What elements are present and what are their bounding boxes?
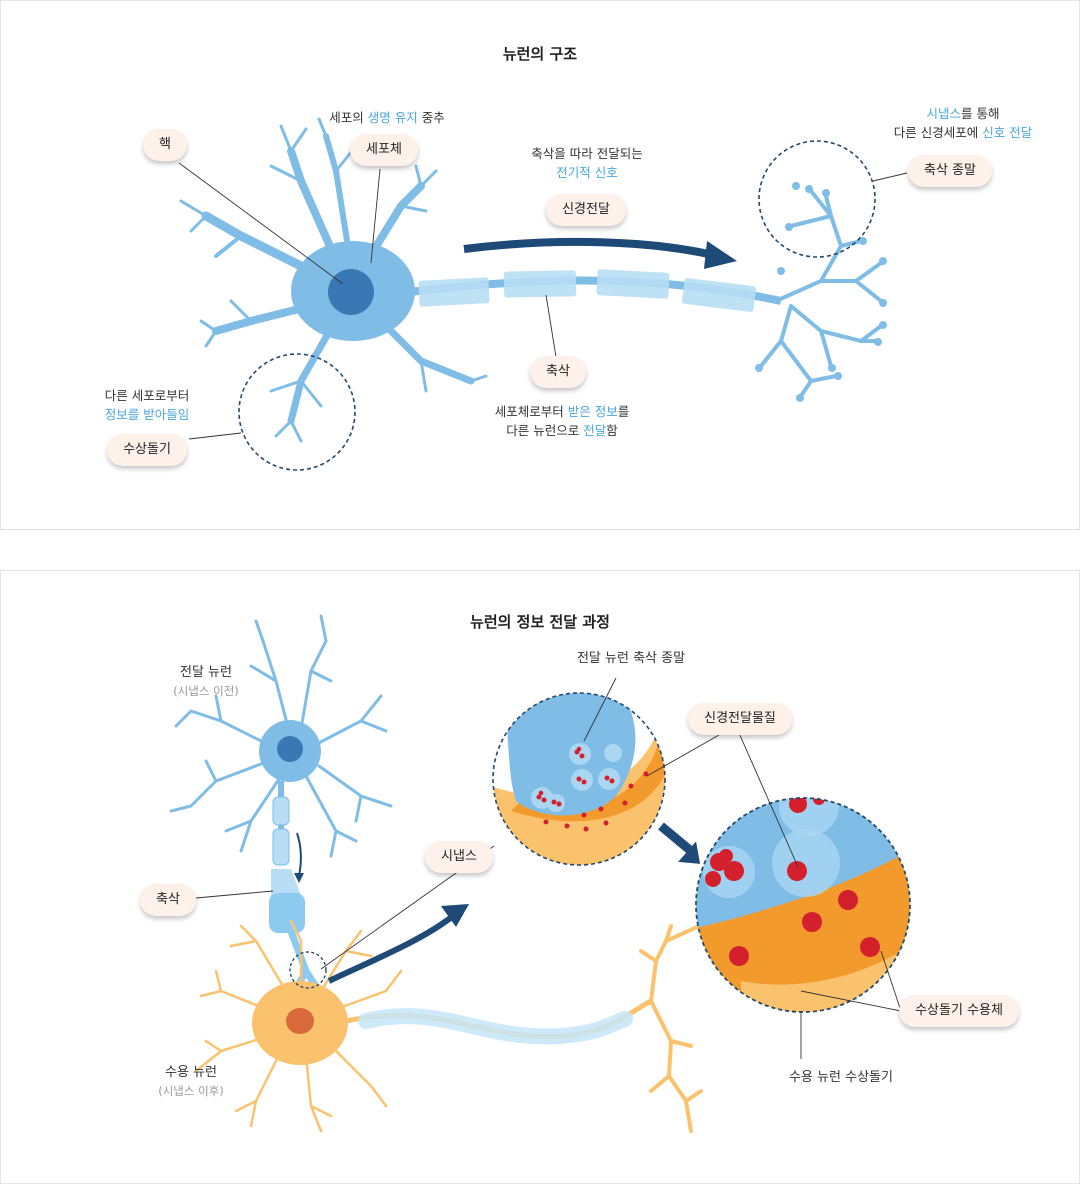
- signal-caption-line1: 축삭을 따라 전달되는: [531, 146, 643, 161]
- panel-title: 뉴런의 정보 전달 과정: [470, 613, 610, 631]
- soma-caption: 세포의 생명 유지 중추: [329, 108, 444, 127]
- axon-caption-highlight: 전달: [583, 423, 607, 438]
- presynaptic-myelin: [272, 796, 290, 866]
- zoom-arrowhead-2: [678, 841, 701, 864]
- axon-caption-text: 다른 뉴런으로: [506, 423, 584, 438]
- presynaptic-subtext: (시냅스 이전): [173, 684, 239, 698]
- nucleus-shape: [328, 269, 374, 315]
- signal-caption-line2: 전기적 신호: [556, 165, 618, 180]
- synapse-zoom-1: [493, 693, 665, 865]
- terminal-caption-highlight: 시냅스: [926, 106, 962, 121]
- postsynaptic-dendrites: [194, 919, 403, 1133]
- signal-arrow: [463, 237, 714, 259]
- axon-caption-text: 세포체로부터: [494, 404, 568, 419]
- axon-terminal-label: 전달 뉴런 축삭 종말: [576, 651, 686, 666]
- signal-arrowhead: [704, 241, 737, 269]
- panel-title: 뉴런의 구조: [502, 45, 578, 63]
- transmission-illustration: [169, 614, 911, 1133]
- receptor-label: 수상돌기 수용체: [899, 995, 1019, 1027]
- axon-caption-text: 를: [617, 404, 630, 419]
- neuron-structure-illustration: [178, 117, 908, 471]
- soma-caption-highlight: 생명 유지: [367, 110, 418, 125]
- dendrite-zoom-circle: [238, 353, 356, 471]
- terminal-caption-highlight: 신호 전달: [982, 125, 1033, 140]
- dendrite-caption-line1: 다른 세포로부터: [104, 388, 190, 403]
- myelin-sheaths: [418, 269, 756, 312]
- postsynaptic-subtext: (시냅스 이후): [158, 1084, 224, 1098]
- zoom-arrow: [327, 913, 455, 984]
- soma-caption-text: 중추: [417, 110, 445, 125]
- postsynaptic-myelin: [358, 1008, 633, 1045]
- axon-label: 축삭: [140, 884, 196, 916]
- terminal-zoom-circle: [758, 140, 876, 258]
- presynaptic-label: 전달 뉴런 (시냅스 이전): [173, 663, 239, 701]
- terminal-caption-text: 를 통해: [961, 106, 1000, 121]
- presynaptic-text: 전달 뉴런: [180, 665, 232, 680]
- zoom-arrowhead: [441, 904, 469, 927]
- dendrite-caption-line2: 정보를 받아들임: [104, 407, 190, 422]
- synapse-zoom-2: [696, 798, 910, 1012]
- down-arrow: [296, 832, 302, 877]
- axon-label: 축삭: [530, 356, 586, 388]
- axon-terminal-branches: [759, 189, 883, 398]
- presynaptic-terminal: [283, 917, 323, 995]
- terminal-knobs: [755, 182, 887, 402]
- postsynaptic-text: 수용 뉴런: [165, 1065, 217, 1080]
- synapse-label: 시냅스: [425, 841, 493, 873]
- soma-label: 세포체: [350, 134, 418, 166]
- postsynaptic-label: 수용 뉴런 (시냅스 이후): [158, 1063, 224, 1101]
- dendrite-label: 수상돌기: [107, 434, 187, 466]
- synapse-small-circle: [289, 951, 327, 989]
- leader-lines: [178, 162, 908, 440]
- receiving-dendrite-label: 수용 뉴런 수상돌기: [789, 1070, 893, 1085]
- presynaptic-nucleus: [277, 736, 303, 762]
- postsynaptic-nucleus: [286, 1008, 314, 1034]
- axon-caption-highlight: 받은 정보: [567, 404, 618, 419]
- soma-caption-text: 세포의: [329, 110, 368, 125]
- neurotransmitter-label: 신경전달물질: [688, 703, 792, 735]
- synapse-zoom-1-border: [492, 692, 666, 866]
- terminal-label: 축삭 종말: [908, 155, 992, 187]
- nucleus-label: 핵: [143, 129, 187, 161]
- transmission-panel: 뉴런의 정보 전달 과정 전달 뉴런 (시냅스 이전) 축삭 수용 뉴런 (시냅스 …: [0, 570, 1080, 1184]
- down-arrowhead: [294, 873, 304, 883]
- axon-caption-text: 함: [606, 423, 618, 438]
- zoom-arrow-2: [658, 822, 694, 855]
- signal-label: 신경전달: [546, 194, 626, 226]
- axon-segment: [269, 893, 305, 933]
- synapse-zoom-2-border: [695, 797, 911, 1013]
- receiving-dendrite-branches: [639, 921, 708, 1133]
- terminal-caption-text: 다른 신경세포에: [893, 125, 983, 140]
- presynaptic-dendrites: [169, 614, 393, 858]
